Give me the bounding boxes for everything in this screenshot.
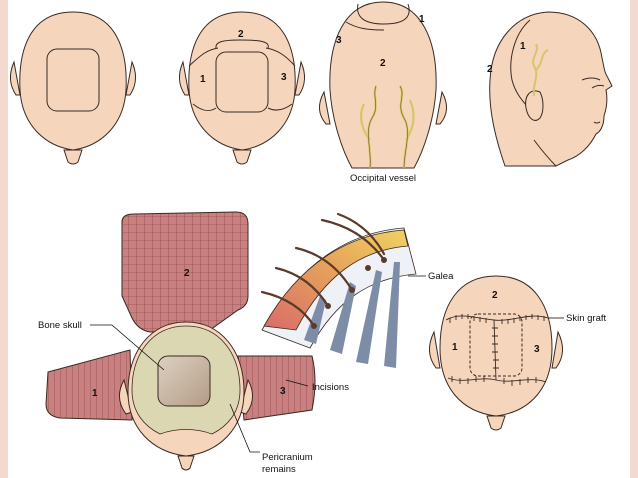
occipital-vessel-caption: Occipital vessel — [350, 173, 416, 184]
callout-lines — [90, 275, 426, 453]
scalp-section — [261, 227, 417, 368]
head-figure-3 — [319, 1, 447, 169]
fig2-label-1: 1 — [200, 74, 206, 85]
fig3-label-3: 3 — [336, 35, 342, 46]
callout-skin-graft: Skin graft — [566, 313, 606, 324]
flap-label-3: 3 — [280, 386, 286, 397]
graft-label-1: 1 — [452, 342, 458, 353]
callout-pericranium: Pericranium — [262, 452, 313, 463]
callout-galea: Galea — [428, 271, 454, 282]
fig3-label-1: 1 — [419, 14, 425, 25]
fig2-label-3: 3 — [281, 72, 287, 83]
callout-pericranium-remains: remains — [262, 464, 296, 475]
occipital-vessels-outline — [368, 85, 408, 169]
left-border — [0, 0, 8, 478]
flap-figure — [45, 211, 316, 471]
fig3-label-2: 2 — [380, 58, 386, 69]
temporal-vessel — [532, 43, 549, 97]
callout-bone-skull: Bone skull — [38, 320, 82, 331]
hair-follicles — [260, 212, 386, 328]
head-figure-2 — [179, 11, 305, 165]
right-border — [630, 0, 638, 478]
hair-bulbs — [311, 257, 387, 329]
fig4-label-1: 1 — [520, 41, 526, 52]
fig4-label-2: 2 — [487, 64, 493, 75]
flap-label-1: 1 — [92, 388, 98, 399]
fig2-label-2: 2 — [238, 29, 244, 40]
graft-sutures — [445, 314, 564, 386]
callout-incisions: Incisions — [312, 382, 349, 393]
flap-label-2: 2 — [184, 268, 190, 279]
graft-label-2: 2 — [492, 290, 498, 301]
head-figure-4 — [489, 11, 613, 167]
head-figure-1 — [10, 11, 136, 165]
graft-label-3: 3 — [534, 344, 540, 355]
